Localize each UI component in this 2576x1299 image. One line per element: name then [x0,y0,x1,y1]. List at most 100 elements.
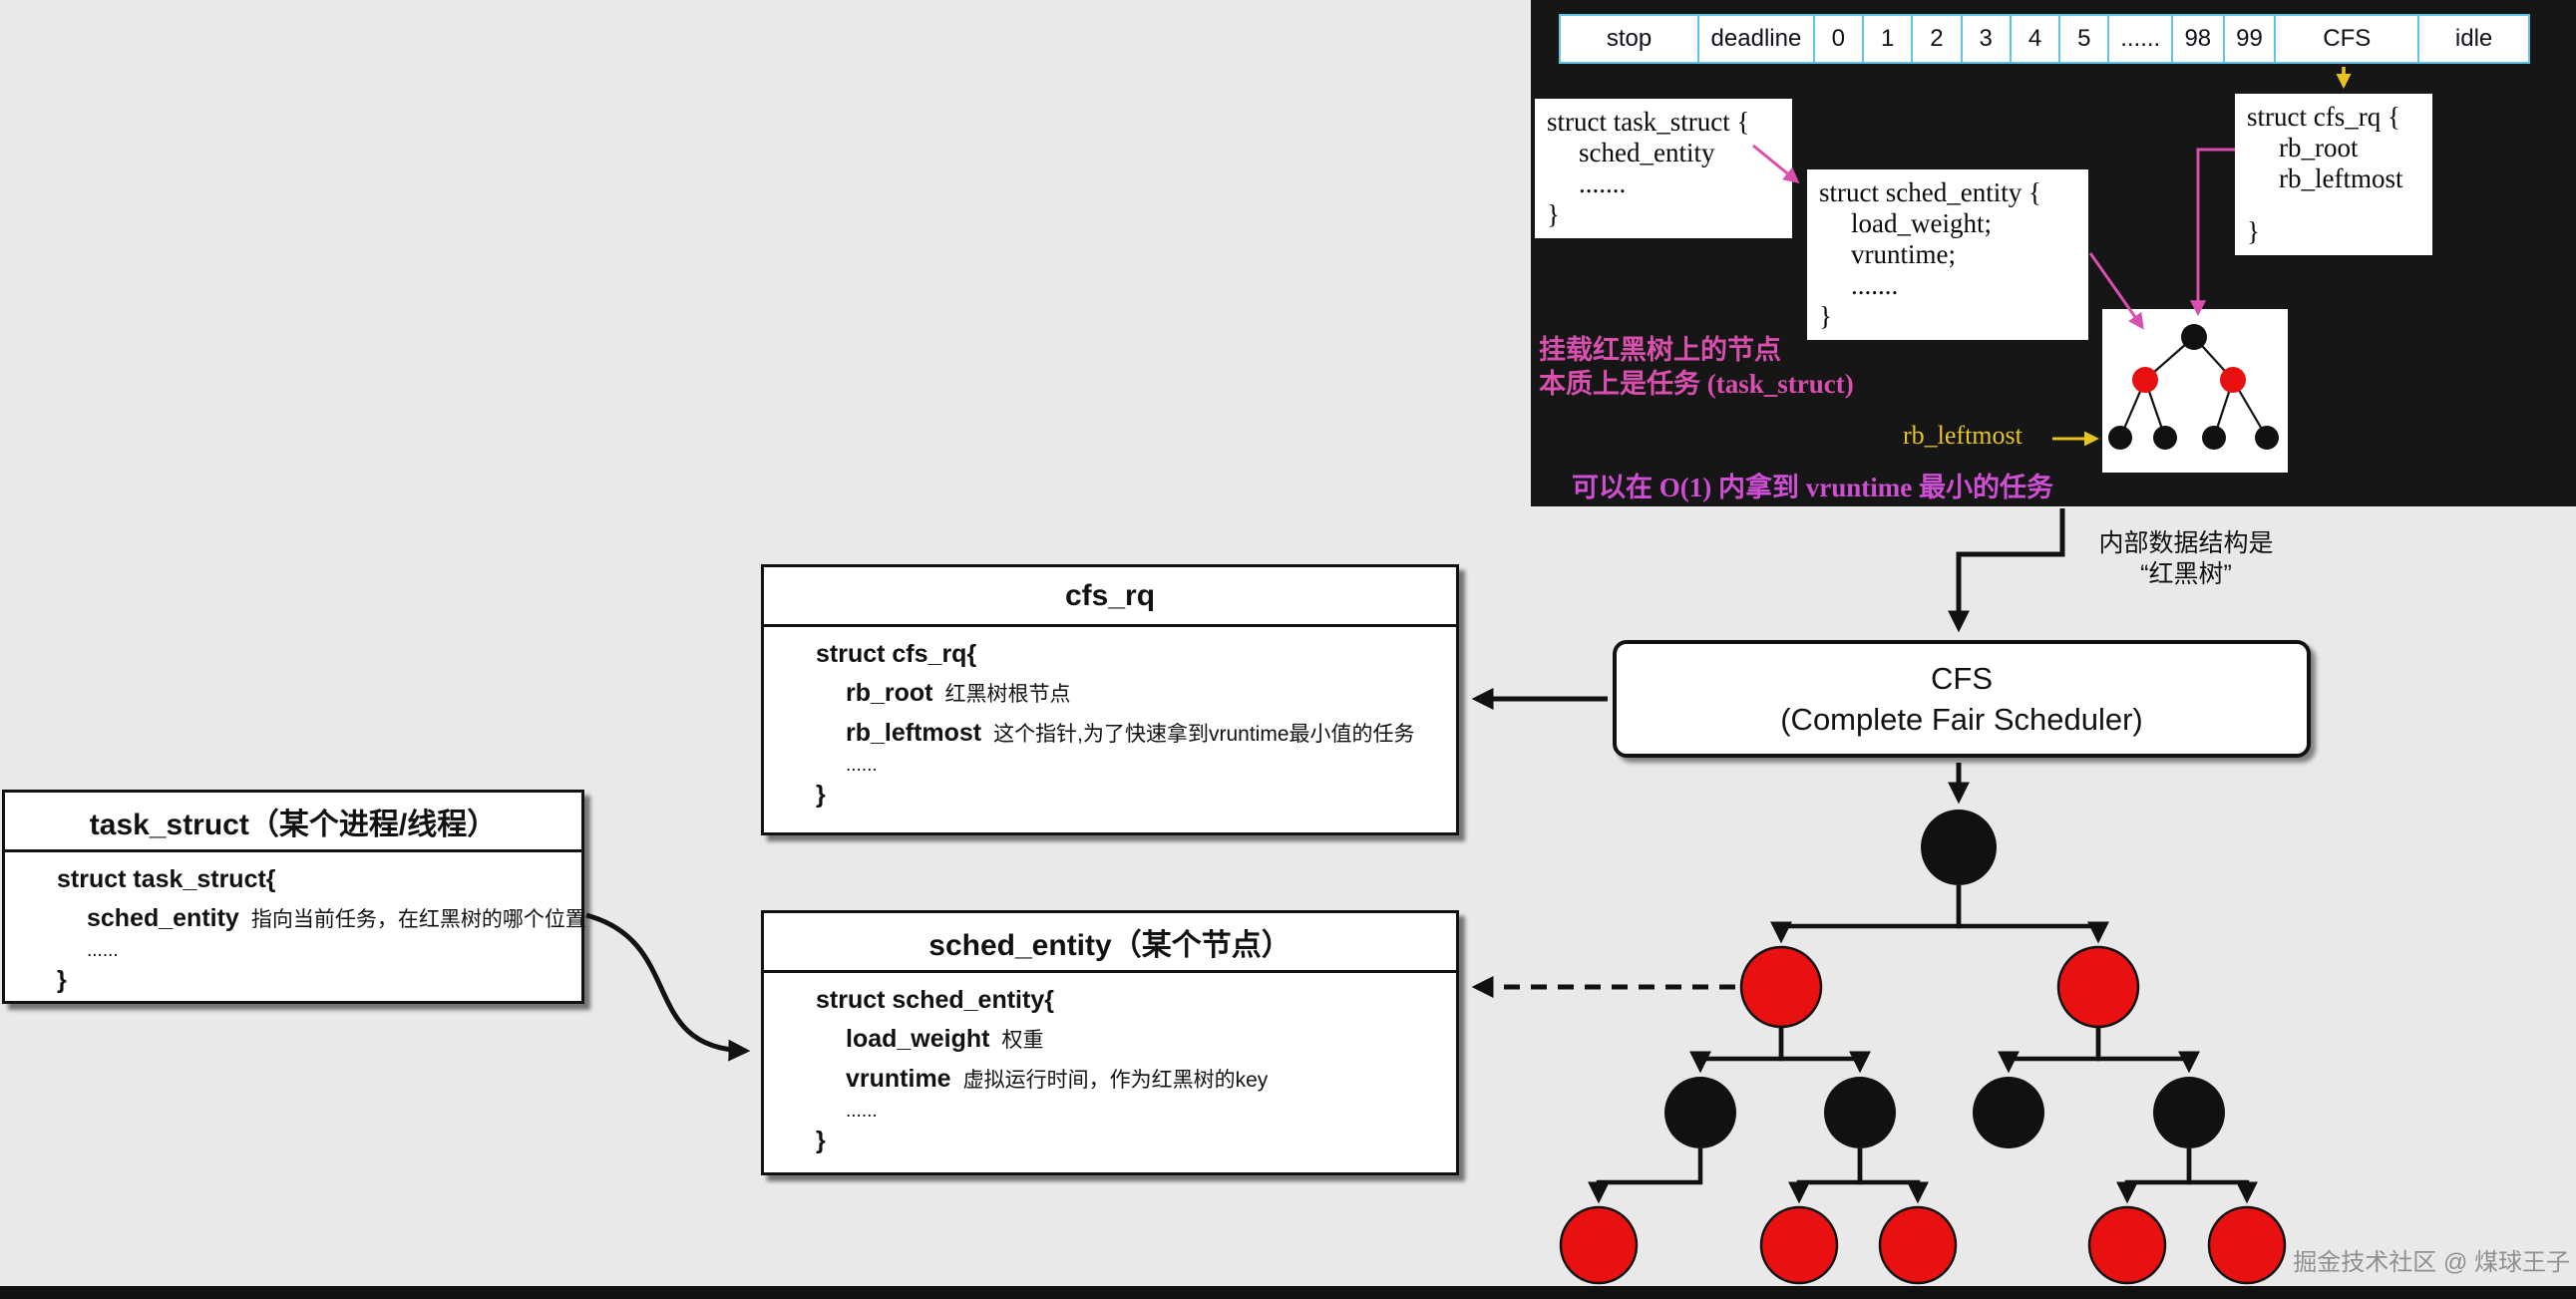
rb-leftmost-label: rb_leftmost [1903,421,2023,450]
struct-field: rb_root 红黑树根节点 [816,678,1446,710]
priority-cell-3: 3 [1962,16,2010,62]
code-line: sched_entity [1579,138,1715,167]
code-line: } [1547,199,1560,229]
priority-cell-1: 1 [1863,16,1912,62]
code-line: struct task_struct { [1547,107,1750,137]
priority-cell-deadline: deadline [1699,16,1813,62]
field-desc: 红黑树根节点 [944,683,1071,706]
field-name: sched_entity [87,904,239,932]
o1-note: 可以在 O(1) 内拿到 vruntime 最小的任务 [1572,473,2053,502]
struct-open: struct cfs_rq{ [816,640,977,668]
rb-tree-node-red [1559,1205,1639,1285]
rb-tree-node-black [1664,1077,1736,1148]
rb-tree-node-red [2056,945,2140,1029]
code-line: vruntime; [1851,239,1956,269]
tree-edge [1998,1027,2101,1074]
priority-cell-4: 4 [2011,16,2059,62]
task-struct-box-title: task_struct（某个进程/线程） [5,793,581,852]
cfs-node-line1: CFS [1931,661,1993,696]
code-line: rb_leftmost [2279,163,2403,193]
struct-ellipsis: ...... [846,755,878,776]
struct-field: vruntime 虚拟运行时间，作为红黑树的key [816,1064,1446,1096]
code-snippet-sched-entity: struct sched_entity { load_weight; vrunt… [1807,169,2088,340]
struct-close: } [57,966,67,994]
cfs-rq-box: cfs_rq struct cfs_rq{ rb_root 红黑树根节点 rb_l… [761,564,1459,835]
priority-cell-5: 5 [2060,16,2108,62]
kernel-panel: stop deadline 0 1 2 3 4 5 ...... 98 99 C… [1531,0,2576,506]
tree-edge [1778,1027,1871,1074]
bottom-strip [0,1286,2576,1299]
code-snippet-cfs-rq: struct cfs_rq { rb_root rb_leftmost } [2235,94,2432,255]
code-line: struct sched_entity { [1819,177,2041,207]
tree-edge [1689,1027,1784,1074]
rb-tree-node-red [2207,1205,2287,1285]
code-line: load_weight; [1851,208,1992,238]
rb-tree-node-red [1759,1205,1839,1285]
rb-tree-node-black [1824,1077,1896,1148]
field-desc: 虚拟运行时间，作为红黑树的key [962,1069,1269,1092]
struct-field: sched_entity 指向当前任务，在红黑树的哪个位置 [57,903,586,935]
priority-table: stop deadline 0 1 2 3 4 5 ...... 98 99 C… [1559,14,2530,64]
sched-entity-box-title: sched_entity（某个节点） [764,913,1456,973]
struct-open: struct sched_entity{ [816,986,1054,1014]
priority-cell-2: 2 [1913,16,1961,62]
priority-cell-ellipsis: ...... [2109,16,2171,62]
tree-edge [1956,885,2109,944]
field-name: vruntime [846,1065,951,1093]
rb-tree-node-red [1739,945,1823,1029]
arrow-panel-to-cfs [1948,508,2065,633]
tree-edge [1588,1148,1703,1204]
struct-open: struct task_struct{ [57,865,276,893]
note-line: “红黑树” [2140,560,2232,588]
struct-close: } [816,1127,826,1154]
field-name: rb_leftmost [846,719,982,747]
code-snippet-task-struct: struct task_struct { sched_entity ......… [1535,99,1792,238]
code-line: } [1819,301,1832,331]
code-line: rb_root [2279,133,2359,162]
priority-cell-stop: stop [1561,16,1698,62]
field-name: load_weight [846,1025,990,1053]
rbtree-node-note: 挂载红黑树上的节点 本质上是任务 (task_struct) [1539,333,1854,401]
rb-tree-node-black [2153,1077,2225,1148]
tree-edge [2116,1148,2192,1204]
note-line: 内部数据结构是 [2098,529,2274,557]
priority-cell-98: 98 [2172,16,2223,62]
struct-field: rb_leftmost 这个指针,为了快速拿到vruntime最小值的任务 [816,718,1446,750]
priority-cell-idle: idle [2419,16,2528,62]
cfs-rq-box-body: struct cfs_rq{ rb_root 红黑树根节点 rb_leftmost… [764,627,1456,811]
cfs-rq-box-title: cfs_rq [764,567,1456,627]
internal-structure-note: 内部数据结构是 “红黑树” [2066,528,2306,590]
rb-tree-node-red [1878,1205,1958,1285]
task-struct-box: task_struct（某个进程/线程） struct task_struct{… [2,790,586,1004]
field-desc: 这个指针,为了快速拿到vruntime最小值的任务 [993,723,1415,746]
code-line: ....... [1851,270,1899,300]
priority-cell-0: 0 [1814,16,1862,62]
field-name: rb_root [846,679,933,707]
tree-edge [1788,1148,1863,1204]
watermark: 掘金技术社区 @ 煤球王子 [2293,1249,2570,1276]
tree-edge [2186,1148,2258,1204]
priority-cell-99: 99 [2224,16,2275,62]
code-line: struct cfs_rq { [2247,102,2400,132]
task-struct-box-body: struct task_struct{ sched_entity 指向当前任务，在… [5,852,586,996]
note-line: 本质上是任务 (task_struct) [1539,369,1854,399]
arrow-task-to-sched-entity-curve [585,912,751,1062]
sched-entity-box: sched_entity（某个节点） struct sched_entity{ … [761,910,1459,1175]
struct-close: } [816,781,826,809]
code-line: } [2247,216,2260,246]
tree-edge [2095,1027,2200,1074]
rb-tree-node-black [1973,1077,2044,1148]
priority-cell-cfs: CFS [2276,16,2418,62]
rb-tree-node-black [1921,810,1997,885]
cfs-scheduler-node: CFS (Complete Fair Scheduler) [1613,640,2311,758]
cfs-node-line2: (Complete Fair Scheduler) [1780,702,2143,737]
struct-ellipsis: ...... [846,1101,878,1122]
code-line: ....... [1579,168,1627,198]
note-line: 挂载红黑树上的节点 [1539,335,1781,365]
field-desc: 指向当前任务，在红黑树的哪个位置 [250,908,586,931]
tree-edge [1770,885,1962,944]
mini-rbtree-box [2102,309,2288,473]
